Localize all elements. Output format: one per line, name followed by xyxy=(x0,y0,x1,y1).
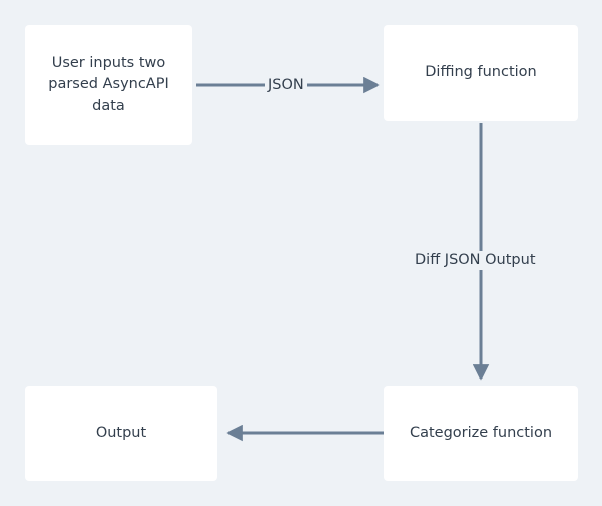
node-user-inputs-label: User inputs two parsed AsyncAPI data xyxy=(48,55,169,114)
node-output[interactable]: Output xyxy=(25,386,217,481)
node-diffing-function[interactable]: Diffing function xyxy=(384,25,578,121)
node-user-inputs[interactable]: User inputs two parsed AsyncAPI data xyxy=(25,25,192,145)
node-categorize-function-label: Categorize function xyxy=(409,424,553,441)
node-categorize-function[interactable]: Categorize function xyxy=(384,386,578,481)
node-output-label: Output xyxy=(95,424,147,441)
node-diffing-function-label: Diffing function xyxy=(425,64,537,81)
edge-label-json: JSON xyxy=(265,76,307,95)
edge-label-diff-json-output: Diff JSON Output xyxy=(412,251,539,270)
